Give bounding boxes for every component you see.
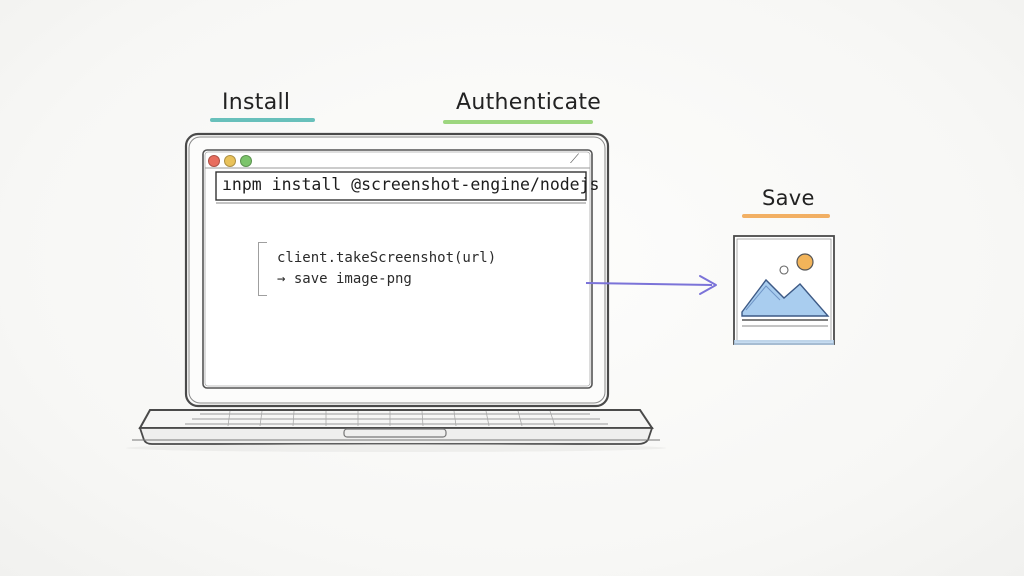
image-icon (733, 235, 835, 345)
code-bracket (258, 242, 267, 296)
install-step-label: Install (222, 90, 291, 115)
resize-handle-icon: ⟋ (570, 152, 580, 167)
code-line-take-screenshot: client.takeScreenshot(url) (277, 250, 497, 266)
arrow-right-icon (585, 275, 717, 295)
save-step-label: Save (762, 186, 815, 210)
code-line-save-image: → save image-png (277, 271, 412, 287)
authenticate-underline (443, 120, 593, 124)
window-maximize-dot (240, 155, 252, 167)
install-command: ınpm install @screenshot-engine/nodejs (222, 175, 600, 194)
window-close-dot (208, 155, 220, 167)
window-minimize-dot (224, 155, 236, 167)
authenticate-step-label: Authenticate (456, 90, 602, 115)
install-underline (210, 118, 315, 122)
save-underline (742, 214, 830, 218)
